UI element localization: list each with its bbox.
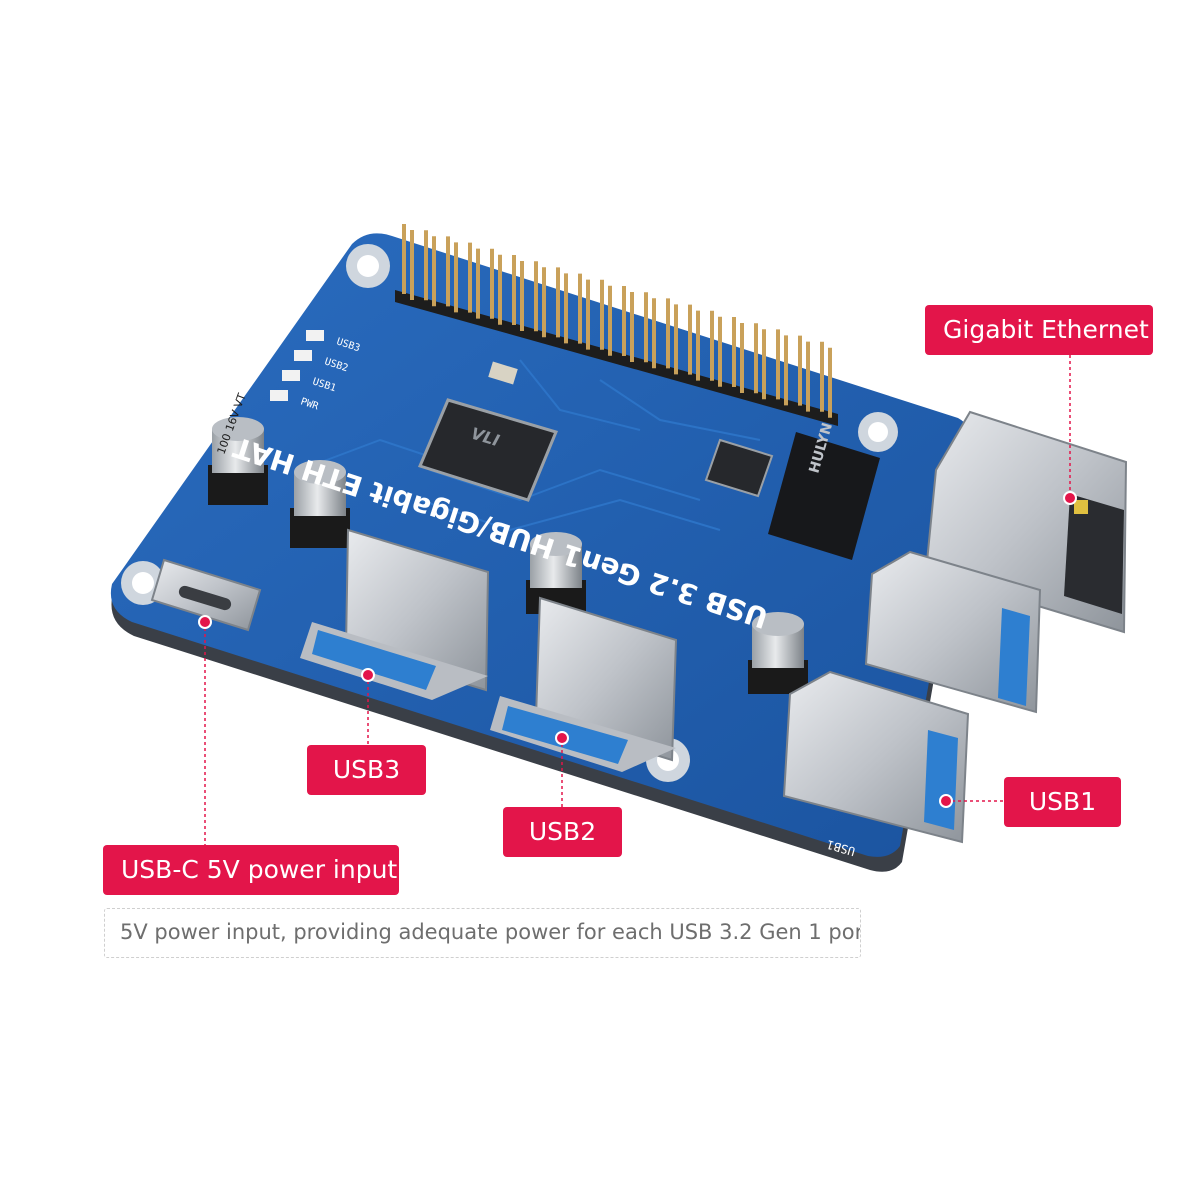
callout-usb1: USB1	[1004, 777, 1121, 827]
pcb-traces	[299, 359, 761, 532]
usb-port-3	[300, 528, 490, 700]
callout-gigabit-ethernet: Gigabit Ethernet	[925, 305, 1153, 355]
gpio-header	[395, 224, 838, 426]
crystal	[488, 361, 518, 385]
ethernet-phy-chip	[704, 438, 774, 498]
usb-port-stack-top	[864, 550, 1042, 714]
capacitors: 100 16V VT	[208, 391, 808, 694]
usb-c-connector	[150, 558, 262, 632]
ethernet-transformer: HULYN	[768, 421, 880, 560]
callout-leaders	[204, 355, 1071, 845]
caption-box: 5V power input, providing adequate power…	[104, 908, 861, 958]
callout-usb-c-power: USB-C 5V power input	[103, 845, 399, 895]
usb-hub-chip: VLI	[417, 398, 559, 502]
callout-usb3: USB3	[307, 745, 426, 795]
usb-port-stack-bottom	[782, 670, 970, 844]
callout-usb2: USB2	[503, 807, 622, 857]
callout-dots	[198, 491, 1077, 808]
